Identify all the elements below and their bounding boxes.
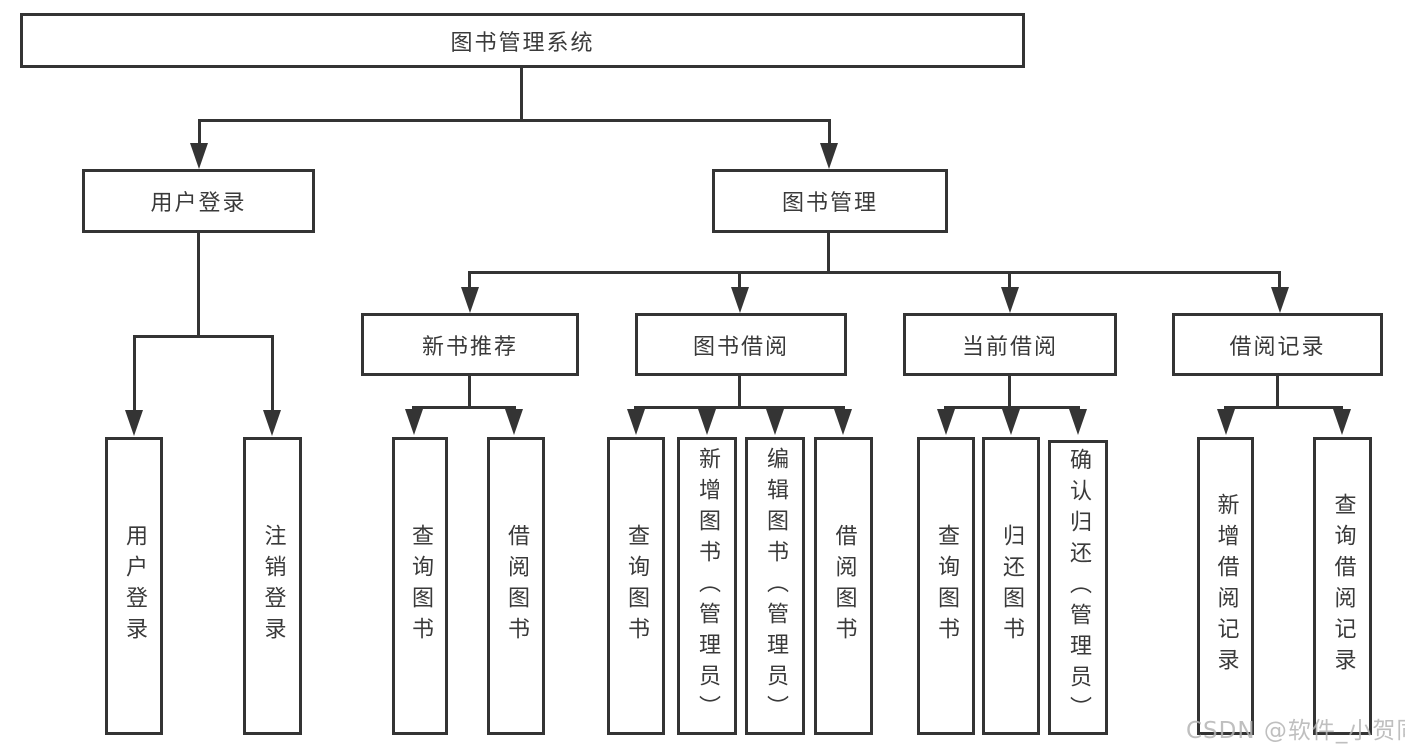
leaf-current-return-books: 归还图书 xyxy=(982,437,1040,735)
connector-line xyxy=(133,335,274,338)
connector-line xyxy=(1276,376,1279,407)
leaf-borrow-query-books: 查询图书 xyxy=(607,437,665,735)
connector-line xyxy=(520,68,523,122)
leaf-records-add-record: 新增借阅记录 xyxy=(1197,437,1254,735)
leaf-user-login-label: 用户登录 xyxy=(122,524,147,648)
arrowhead-down-icon xyxy=(820,143,838,169)
arrowhead-down-icon xyxy=(263,410,281,436)
leaf-current-query-books-label: 查询图书 xyxy=(934,524,959,648)
node-current-borrow: 当前借阅 xyxy=(903,313,1117,376)
connector-line xyxy=(468,376,471,407)
leaf-user-login: 用户登录 xyxy=(105,437,163,735)
leaf-newbook-query-books-label: 查询图书 xyxy=(408,524,433,648)
leaf-logout-label: 注销登录 xyxy=(260,524,286,648)
leaf-borrow-add-books-admin: 新增图书（管理员） xyxy=(677,437,737,735)
arrowhead-down-icon xyxy=(834,409,852,435)
connector-line xyxy=(1008,271,1011,287)
leaf-newbook-query-books: 查询图书 xyxy=(392,437,448,735)
arrowhead-down-icon xyxy=(627,409,645,435)
arrowhead-down-icon xyxy=(1333,409,1351,435)
node-borrow-records: 借阅记录 xyxy=(1172,313,1383,376)
connector-line xyxy=(1278,271,1281,287)
node-book-management: 图书管理 xyxy=(712,169,948,233)
arrowhead-down-icon xyxy=(1001,287,1019,313)
arrowhead-down-icon xyxy=(1271,287,1289,313)
leaf-newbook-borrow-books: 借阅图书 xyxy=(487,437,545,735)
connector-line xyxy=(944,406,1080,409)
leaf-current-confirm-return-admin: 确认归还（管理员） xyxy=(1048,440,1108,735)
node-current-borrow-label: 当前借阅 xyxy=(961,334,1058,360)
leaf-newbook-borrow-books-label: 借阅图书 xyxy=(504,524,529,648)
connector-line xyxy=(271,335,274,410)
connector-line xyxy=(738,376,741,407)
connector-line xyxy=(468,271,1281,274)
connector-line xyxy=(828,119,831,145)
node-book-management-label: 图书管理 xyxy=(781,191,878,216)
arrowhead-down-icon xyxy=(766,409,784,435)
arrowhead-down-icon xyxy=(731,287,749,313)
connector-line xyxy=(634,406,845,409)
node-book-borrow-label: 图书借阅 xyxy=(692,334,789,360)
leaf-current-return-books-label: 归还图书 xyxy=(999,524,1024,648)
connector-line xyxy=(827,233,830,273)
node-new-book-recommend: 新书推荐 xyxy=(361,313,579,376)
connector-line xyxy=(412,406,516,409)
connector-line xyxy=(198,119,201,145)
arrowhead-down-icon xyxy=(405,409,423,435)
arrowhead-down-icon xyxy=(125,410,143,436)
arrowhead-down-icon xyxy=(937,409,955,435)
leaf-current-confirm-return-admin-label: 确认归还（管理员） xyxy=(1066,448,1091,727)
arrowhead-down-icon xyxy=(190,143,208,169)
arrowhead-down-icon xyxy=(505,409,523,435)
node-new-book-recommend-label: 新书推荐 xyxy=(421,334,518,360)
leaf-records-query-record-label: 查询借阅记录 xyxy=(1330,493,1356,679)
leaf-borrow-edit-books-admin: 编辑图书（管理员） xyxy=(745,437,805,735)
node-borrow-records-label: 借阅记录 xyxy=(1229,334,1326,360)
arrowhead-down-icon xyxy=(461,287,479,313)
connector-line xyxy=(198,119,831,122)
csdn-watermark: CSDN @软件_小贺同学 xyxy=(1186,718,1405,744)
leaf-borrow-query-books-label: 查询图书 xyxy=(624,524,649,648)
leaf-borrow-edit-books-admin-label: 编辑图书（管理员） xyxy=(763,446,788,726)
leaf-borrow-borrow-books-label: 借阅图书 xyxy=(831,524,857,648)
node-user-login-label: 用户登录 xyxy=(150,191,247,216)
arrowhead-down-icon xyxy=(698,409,716,435)
arrowhead-down-icon xyxy=(1002,409,1020,435)
leaf-logout: 注销登录 xyxy=(243,437,302,735)
leaf-borrow-borrow-books: 借阅图书 xyxy=(814,437,873,735)
node-root: 图书管理系统 xyxy=(20,13,1025,68)
connector-line xyxy=(738,271,741,287)
leaf-current-query-books: 查询图书 xyxy=(917,437,975,735)
node-root-label: 图书管理系统 xyxy=(450,30,595,56)
node-user-login: 用户登录 xyxy=(82,169,315,233)
connector-line xyxy=(1224,406,1343,409)
connector-line xyxy=(1008,376,1011,407)
arrowhead-down-icon xyxy=(1069,409,1087,435)
arrowhead-down-icon xyxy=(1217,409,1235,435)
leaf-records-query-record: 查询借阅记录 xyxy=(1313,437,1372,735)
node-book-borrow: 图书借阅 xyxy=(635,313,847,376)
connector-line xyxy=(197,233,200,335)
connector-line xyxy=(133,335,136,410)
connector-line xyxy=(468,271,471,287)
leaf-borrow-add-books-admin-label: 新增图书（管理员） xyxy=(695,446,720,726)
leaf-records-add-record-label: 新增借阅记录 xyxy=(1213,493,1239,679)
